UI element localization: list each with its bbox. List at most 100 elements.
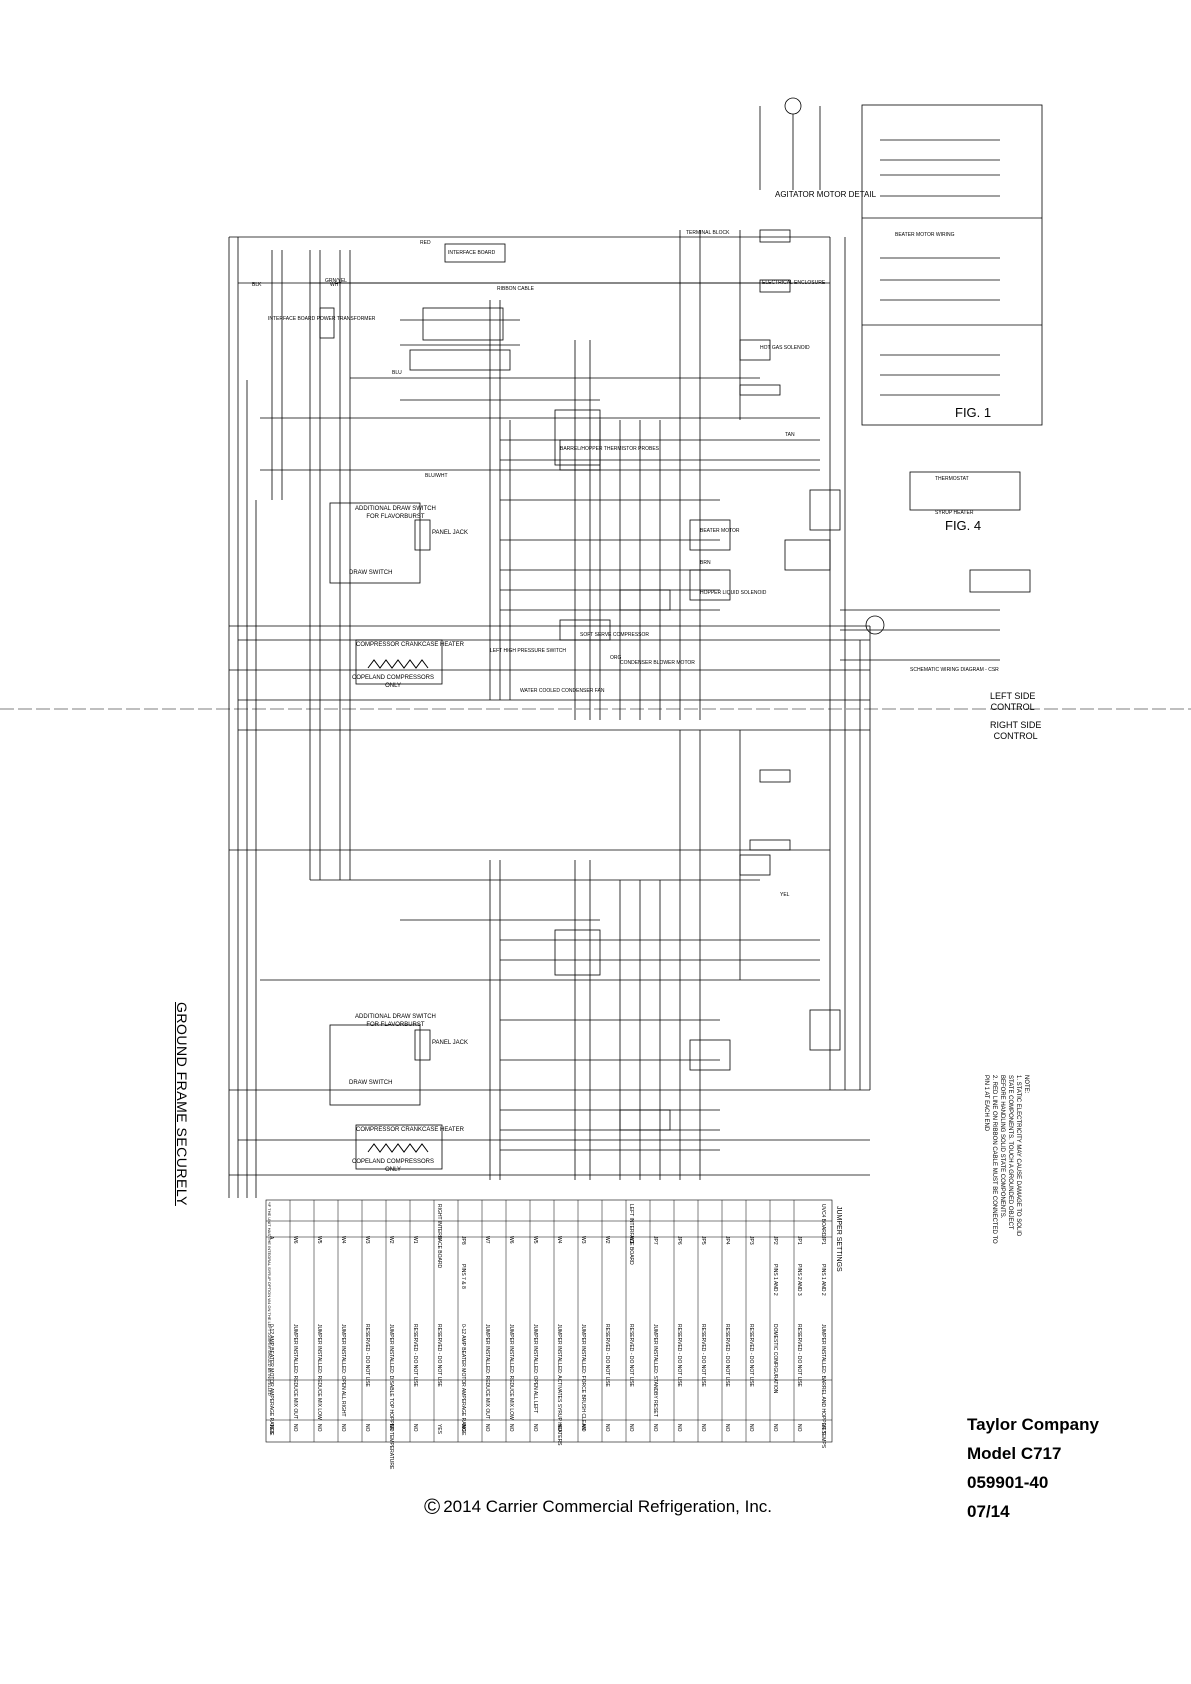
additional-draw-switch-right-line1: ADDITIONAL DRAW SWITCH — [355, 1014, 436, 1020]
jumper-cell: JUMPER INSTALLED: REDUCE MIX LOW — [508, 1324, 514, 1420]
jumper-cell: W3 — [364, 1236, 370, 1244]
jumper-cell: NO — [460, 1424, 466, 1432]
jumper-cell: RESERVED - DO NOT USE — [364, 1324, 370, 1387]
jumper-cell: JP8 — [460, 1236, 466, 1245]
jumper-cell: DOMESTIC CONFIGURATION — [772, 1324, 778, 1394]
jumper-cell: NO — [364, 1424, 370, 1432]
jumper-cell: NO — [532, 1424, 538, 1432]
ribbon-cable-label: RIBBON CABLE — [497, 286, 534, 292]
jumper-cell: JUMPER INSTALLED: OPEN ALL LEFT — [532, 1324, 538, 1414]
copeland-right-line1: COPELAND COMPRESSORS — [352, 1159, 435, 1165]
additional-draw-switch-line1: ADDITIONAL DRAW SWITCH — [355, 506, 436, 512]
jumper-cell: YES — [436, 1424, 442, 1435]
syrup-heater-label: SYRUP HEATER — [935, 510, 974, 516]
right-side-control: RIGHT SIDE CONTROL — [990, 720, 1041, 742]
additional-draw-switch-line2: FOR FLAVORBURST — [366, 514, 425, 520]
additional-draw-switch-label-right: ADDITIONAL DRAW SWITCH FOR FLAVORBURST — [355, 1013, 436, 1029]
wire-tag-blu-wht: BLU/WHT — [425, 473, 448, 479]
electrical-enclosure-label: ELECTRICAL ENCLOSURE — [762, 280, 826, 286]
jumper-cell: PINS 1 AND 2 — [772, 1264, 778, 1296]
jumper-cell: RESERVED - DO NOT USE — [700, 1324, 706, 1387]
jumper-cell: NO — [412, 1424, 418, 1432]
jumper-cell: W6 — [292, 1236, 298, 1244]
crankcase-heater-label-right: COMPRESSOR CRANKCASE HEATER — [356, 1127, 464, 1133]
jumper-cell: RESERVED - DO NOT USE — [412, 1324, 418, 1387]
jumper-cell: W2 — [388, 1236, 394, 1244]
jumper-cell: NO — [484, 1424, 490, 1432]
jumper-cell: NO — [748, 1424, 754, 1432]
water-cooled-condenser-label: WATER COOLED CONDENSER FAN — [520, 688, 605, 694]
interface-board-transformer-label: INTERFACE BOARD POWER TRANSFORMER — [268, 316, 376, 322]
jumper-cell: W4 — [556, 1236, 562, 1244]
left-high-pressure-label: LEFT HIGH PRESSURE SWITCH — [490, 648, 567, 654]
jumper-table-title: JUMPER SETTINGS — [835, 1206, 842, 1272]
wire-tag-blu: BLU — [392, 370, 402, 376]
jumper-cell: JUMPER INSTALLED: DISABLE TOP HOPPER TEM… — [388, 1324, 394, 1470]
soft-serve-compressor-label: SOFT SERVE COMPRESSOR — [580, 632, 649, 638]
jumper-cell: JP5 — [700, 1236, 706, 1245]
jumper-cell: NO — [652, 1424, 658, 1432]
copeland-label-right: COPELAND COMPRESSORS ONLY — [352, 1158, 434, 1174]
revision-date: 07/14 — [967, 1502, 1010, 1521]
left-side-line2: CONTROL — [990, 702, 1035, 712]
beater-motor-wiring-label: BEATER MOTOR WIRING — [895, 232, 955, 238]
jumper-cell: NO — [796, 1424, 802, 1432]
jumper-cell: RESERVED - DO NOT USE — [628, 1324, 634, 1387]
copeland-line2: ONLY — [385, 683, 401, 689]
jumper-cell: W2 — [604, 1236, 610, 1244]
right-side-line2: CONTROL — [993, 731, 1038, 741]
draw-switch-label-right: DRAW SWITCH — [349, 1080, 393, 1086]
fig-1-label: FIG. 1 — [955, 405, 992, 420]
jumper-cell: JUMPER INSTALLED: OPEN ALL RIGHT — [340, 1324, 346, 1417]
jumper-cell: YES — [820, 1424, 826, 1435]
jumper-cell: NO — [340, 1424, 346, 1432]
jumper-cell: NO — [604, 1424, 610, 1432]
left-side-control: LEFT SIDE CONTROL — [990, 691, 1035, 713]
schematic-wiring-label: SCHEMATIC WIRING DIAGRAM - CSR — [910, 667, 999, 673]
note-heading: NOTE: — [1023, 1075, 1029, 1094]
jumper-cell: RESERVED - DO NOT USE — [796, 1324, 802, 1387]
right-side-line1: RIGHT SIDE — [990, 720, 1042, 730]
jumper-cell: JP2 — [772, 1236, 778, 1245]
fig-4-label: FIG. 4 — [945, 518, 982, 533]
title-block: Taylor Company Model C717 059901-40 07/1… — [967, 1410, 1099, 1526]
copyright: ©2014 Carrier Commercial Refrigeration, … — [424, 1494, 772, 1520]
jumper-cell: NO — [316, 1424, 322, 1432]
hot-gas-solenoid-label: HOT GAS SOLENOID — [760, 345, 810, 351]
jumper-footnote: *IF THE UNIT HAS THE INTEGRAL SYRUP OPTI… — [267, 1202, 272, 1396]
copyright-text: 2014 Carrier Commercial Refrigeration, I… — [443, 1497, 773, 1516]
jumper-cell: JUMPER INSTALLED: REDUCE MIX LOW — [316, 1324, 322, 1420]
copyright-symbol: © — [424, 1494, 441, 1519]
company-name: Taylor Company — [967, 1415, 1099, 1434]
ground-frame-note: GROUND FRAME SECURELY — [174, 1002, 190, 1206]
jumper-cell: 0-12 AMP BEATER MOTOR AMPERAGE RANGE — [460, 1324, 466, 1436]
wire-tag-brn: BRN — [700, 560, 711, 566]
jumper-cell: W6 — [508, 1236, 514, 1244]
beater-motor-label: BEATER MOTOR — [700, 528, 740, 534]
wire-tag-red: RED — [420, 240, 431, 246]
jumper-cell: W5 — [316, 1236, 322, 1244]
jumper-cell: W3 — [580, 1236, 586, 1244]
jumper-cell: NO — [724, 1424, 730, 1432]
barrel-thermistor-label: BARREL/HOPPER THERMISTOR PROBES — [560, 446, 660, 452]
jumper-cell: W4 — [340, 1236, 346, 1244]
interface-board-label: INTERFACE BOARD — [448, 250, 496, 256]
jumper-cell: JUMPER INSTALLED: REDUCE MIX OUT — [292, 1324, 298, 1419]
jumper-cell: RESERVED - DO NOT USE — [676, 1324, 682, 1387]
jumper-cell: JUMPER INSTALLED: STANDBY RESET — [652, 1324, 658, 1417]
static-notes: NOTE: 1. STATIC ELECTRICITY MAY CAUSE DA… — [982, 1075, 1030, 1245]
jumper-cell: JP6 — [676, 1236, 682, 1245]
jumper-cell: JP3 — [748, 1236, 754, 1245]
terminal-block-label: TERMINAL BLOCK — [686, 230, 730, 236]
jumper-cell: UVC4 BOARD — [820, 1204, 826, 1237]
jumper-cell: NO — [700, 1424, 706, 1432]
copeland-line1: COPELAND COMPRESSORS — [352, 675, 435, 681]
jumper-cell: NO — [772, 1424, 778, 1432]
wire-tag-org: ORG — [610, 655, 622, 661]
jumper-cell: RESERVED - DO NOT USE — [724, 1324, 730, 1387]
jumper-cell: NO — [388, 1424, 394, 1432]
hopper-solenoid-label: HOPPER LIQUID SOLENOID — [700, 590, 767, 596]
jumper-cell: RESERVED - DO NOT USE — [604, 1324, 610, 1387]
jumper-cell: B — [436, 1236, 442, 1240]
